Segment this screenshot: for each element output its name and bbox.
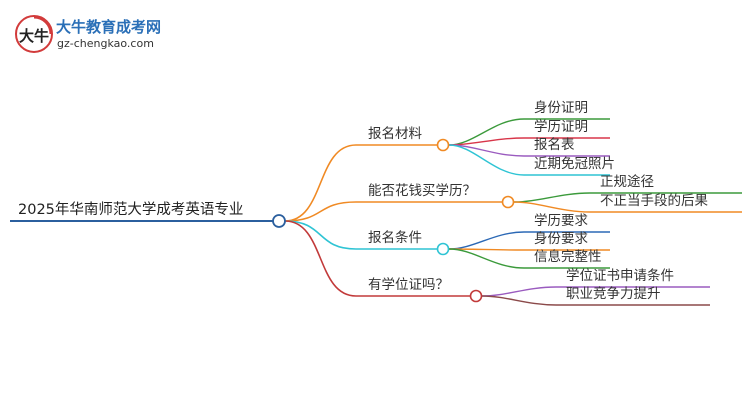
child-1-1-label[interactable]: 身份证明 bbox=[534, 100, 588, 116]
child-connector-3-3 bbox=[448, 248, 525, 269]
child-connector-3-1 bbox=[448, 231, 525, 250]
child-2-2-label[interactable]: 不正当手段的后果 bbox=[600, 193, 708, 209]
branch-connector-3 bbox=[284, 220, 357, 250]
child-connector-4-2 bbox=[481, 295, 557, 306]
child-2-1-label[interactable]: 正规途径 bbox=[600, 174, 654, 190]
brand-logo-text: 大牛 bbox=[19, 27, 49, 45]
child-1-3-label[interactable]: 报名表 bbox=[534, 137, 575, 153]
child-connector-1-4 bbox=[448, 144, 525, 176]
child-connector-4-1 bbox=[481, 286, 557, 297]
branch-connector-1 bbox=[284, 144, 357, 222]
child-3-1-label[interactable]: 学历要求 bbox=[534, 213, 588, 229]
root-topic[interactable]: 2025年华南师范大学成考英语专业 bbox=[18, 202, 244, 218]
child-4-2-label[interactable]: 职业竞争力提升 bbox=[566, 286, 661, 302]
child-connector-2-1 bbox=[513, 192, 591, 203]
branch-1-label[interactable]: 报名材料 bbox=[368, 126, 422, 142]
branch-2-label[interactable]: 能否花钱买学历？ bbox=[368, 183, 476, 199]
branch-node-3[interactable] bbox=[436, 242, 450, 256]
brand-name[interactable]: 大牛教育成考网 bbox=[56, 18, 162, 36]
branch-node-4[interactable] bbox=[469, 289, 483, 303]
child-1-2-label[interactable]: 学历证明 bbox=[534, 119, 588, 135]
root-node[interactable] bbox=[272, 214, 286, 228]
child-connector-2-2 bbox=[513, 201, 591, 213]
brand-logo-icon: 大牛 bbox=[15, 15, 53, 53]
branch-node-2[interactable] bbox=[501, 195, 515, 209]
branch-connector-2 bbox=[284, 201, 357, 222]
branch-node-1[interactable] bbox=[436, 138, 450, 152]
branch-connector-4 bbox=[284, 220, 357, 297]
child-3-3-label[interactable]: 信息完整性 bbox=[534, 249, 602, 265]
child-1-4-label[interactable]: 近期免冠照片 bbox=[534, 156, 615, 172]
brand-url[interactable]: gz-chengkao.com bbox=[57, 37, 154, 50]
child-3-2-label[interactable]: 身份要求 bbox=[534, 231, 588, 247]
child-4-1-label[interactable]: 学位证书申请条件 bbox=[566, 268, 674, 284]
child-connector-1-2 bbox=[448, 137, 525, 146]
branch-3-label[interactable]: 报名条件 bbox=[368, 230, 422, 246]
branch-4-label[interactable]: 有学位证吗？ bbox=[368, 277, 449, 293]
